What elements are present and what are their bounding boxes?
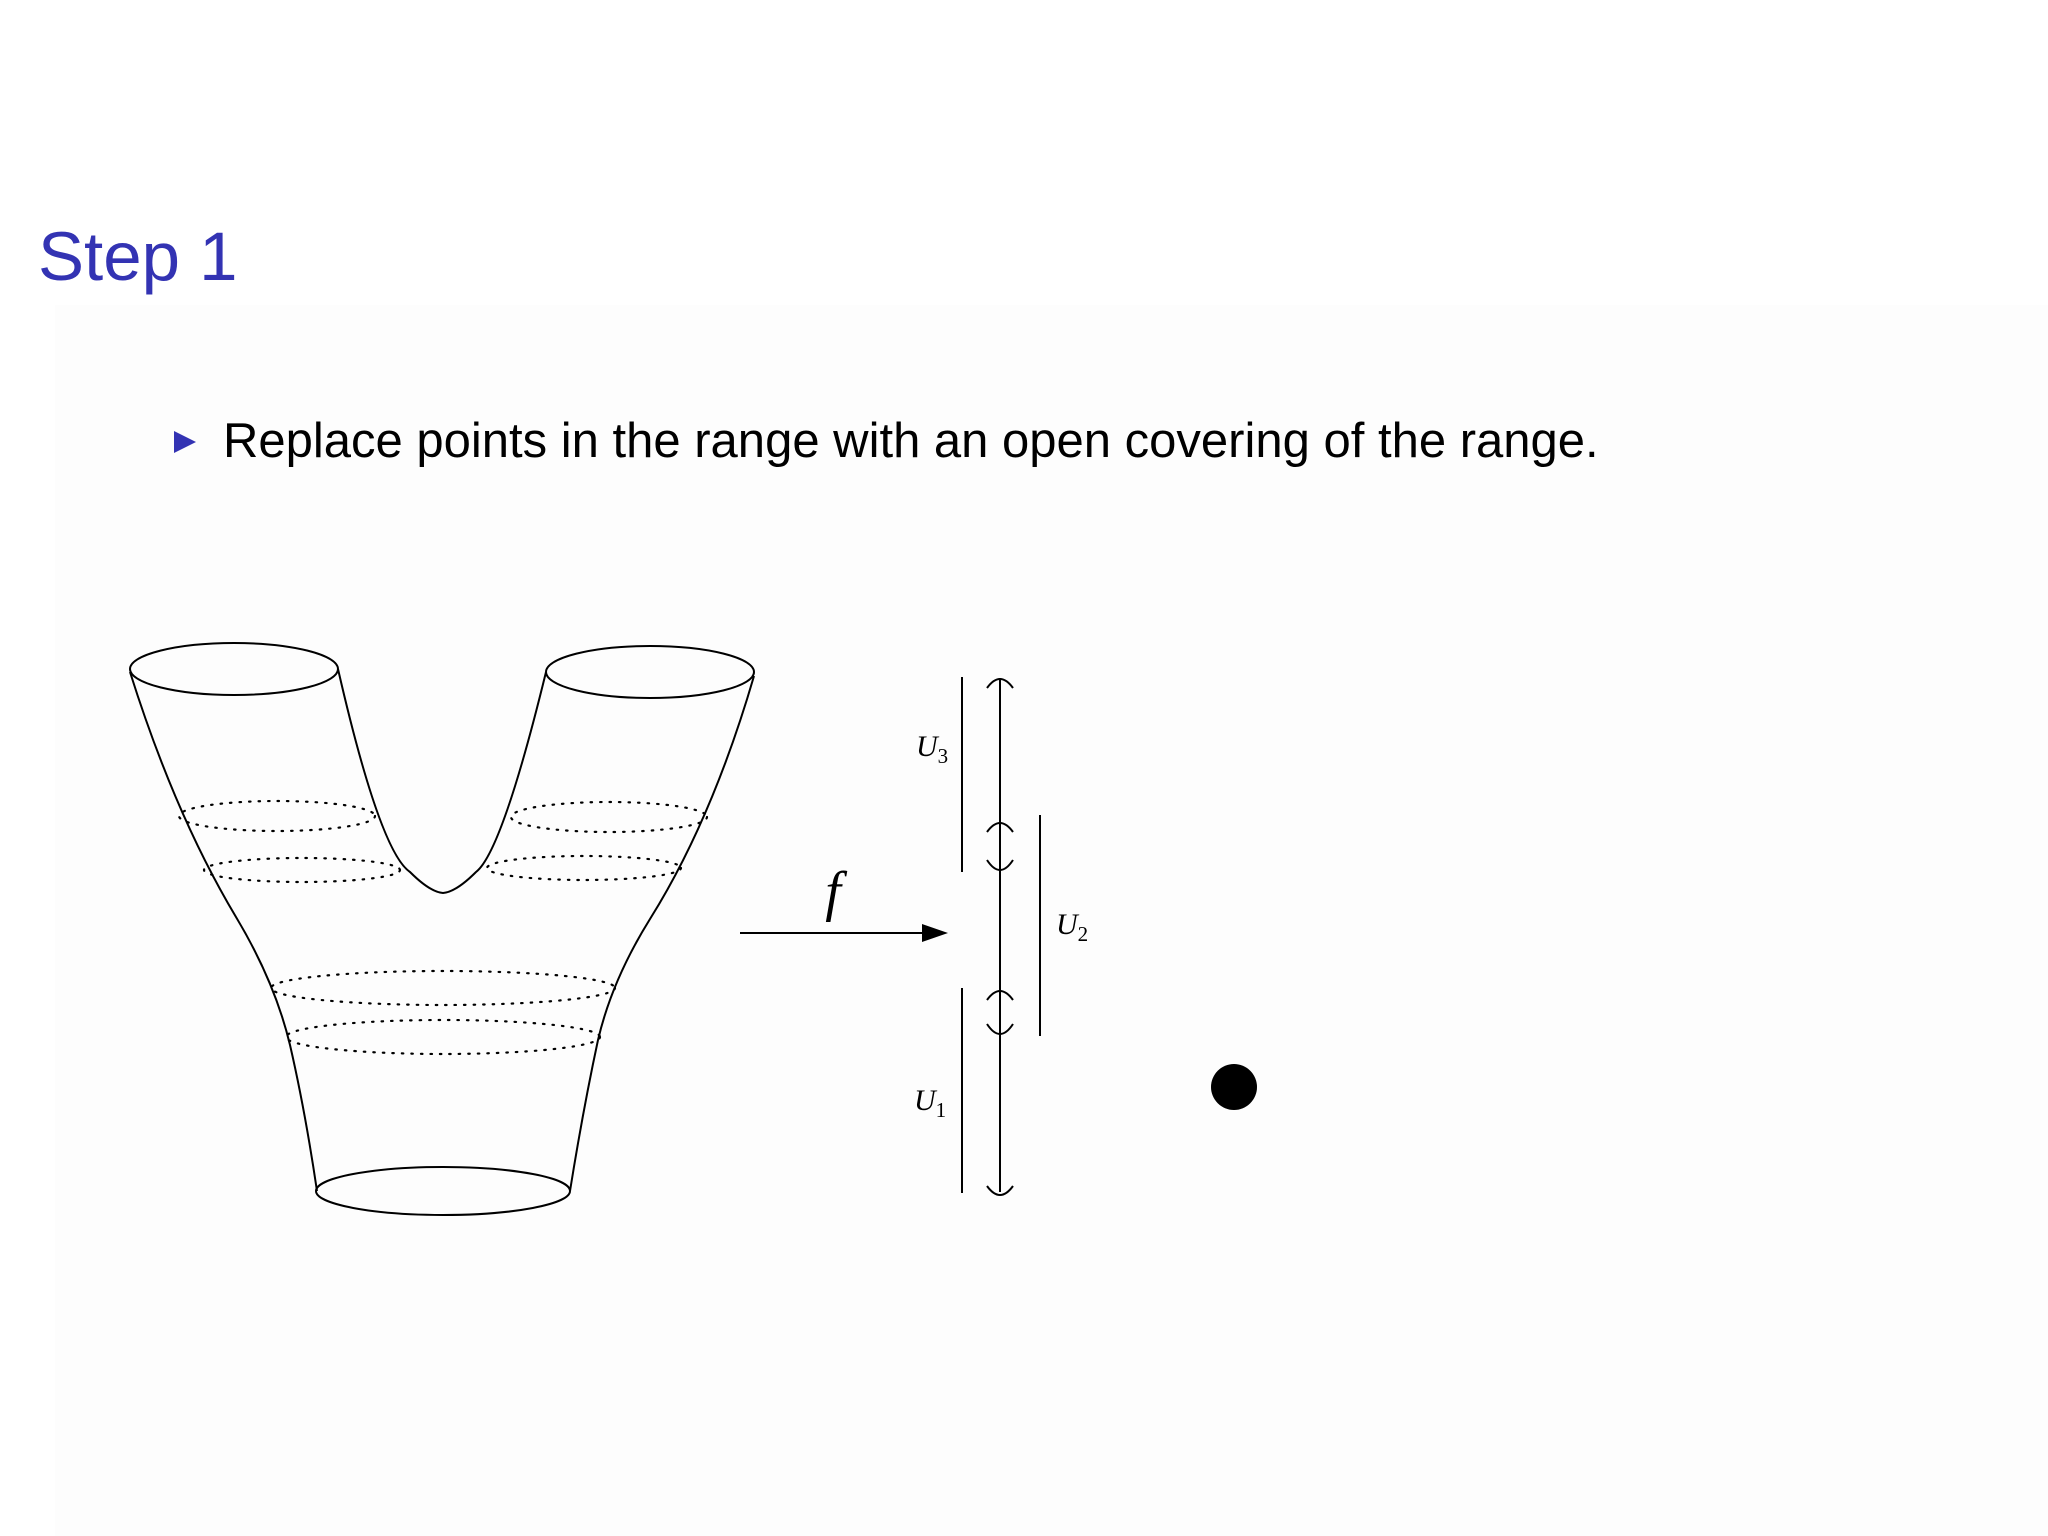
cover-label-u1: U1 — [914, 1084, 946, 1122]
black-dot — [1211, 1064, 1257, 1110]
pants-surface — [129, 642, 755, 1216]
cover-label-u3: U3 — [916, 730, 948, 768]
level-curve-upper-left-1 — [177, 799, 377, 833]
inner-crotch — [337, 668, 547, 895]
bullet-list: Replace points in the range with an open… — [174, 417, 1599, 466]
outer-right-side — [569, 675, 755, 1192]
arrowhead-icon — [922, 924, 948, 942]
u2-open-end-bottom — [986, 1023, 1014, 1035]
outer-left-side — [129, 671, 318, 1192]
triangle-bullet-icon — [174, 430, 196, 453]
u1-open-end-top — [986, 990, 1014, 1001]
u3-open-end-bottom — [986, 859, 1014, 871]
top-left-boundary-circle — [129, 642, 339, 696]
top-right-boundary-circle — [545, 645, 755, 699]
map-label: f — [825, 861, 848, 923]
bullet-item: Replace points in the range with an open… — [174, 417, 1599, 466]
u3-open-end-top — [986, 678, 1014, 689]
u1-open-end-bottom — [986, 1185, 1014, 1196]
slide-background — [55, 305, 2048, 1536]
range-interval — [961, 677, 1041, 1196]
bottom-boundary-circle — [315, 1166, 571, 1216]
frame-title: Step 1 — [38, 218, 238, 295]
bullet-text: Replace points in the range with an open… — [223, 414, 1599, 468]
u2-open-end-top — [986, 822, 1014, 833]
level-curve-upper-right-1 — [509, 800, 709, 834]
level-curve-upper-right-2 — [485, 854, 683, 882]
level-curve-upper-left-2 — [202, 856, 402, 884]
level-curve-lower-1 — [269, 969, 617, 1007]
map-arrow — [740, 924, 948, 942]
level-curve-lower-2 — [284, 1018, 602, 1056]
level-set-curves — [177, 799, 709, 1056]
cover-label-u2: U2 — [1056, 908, 1088, 946]
